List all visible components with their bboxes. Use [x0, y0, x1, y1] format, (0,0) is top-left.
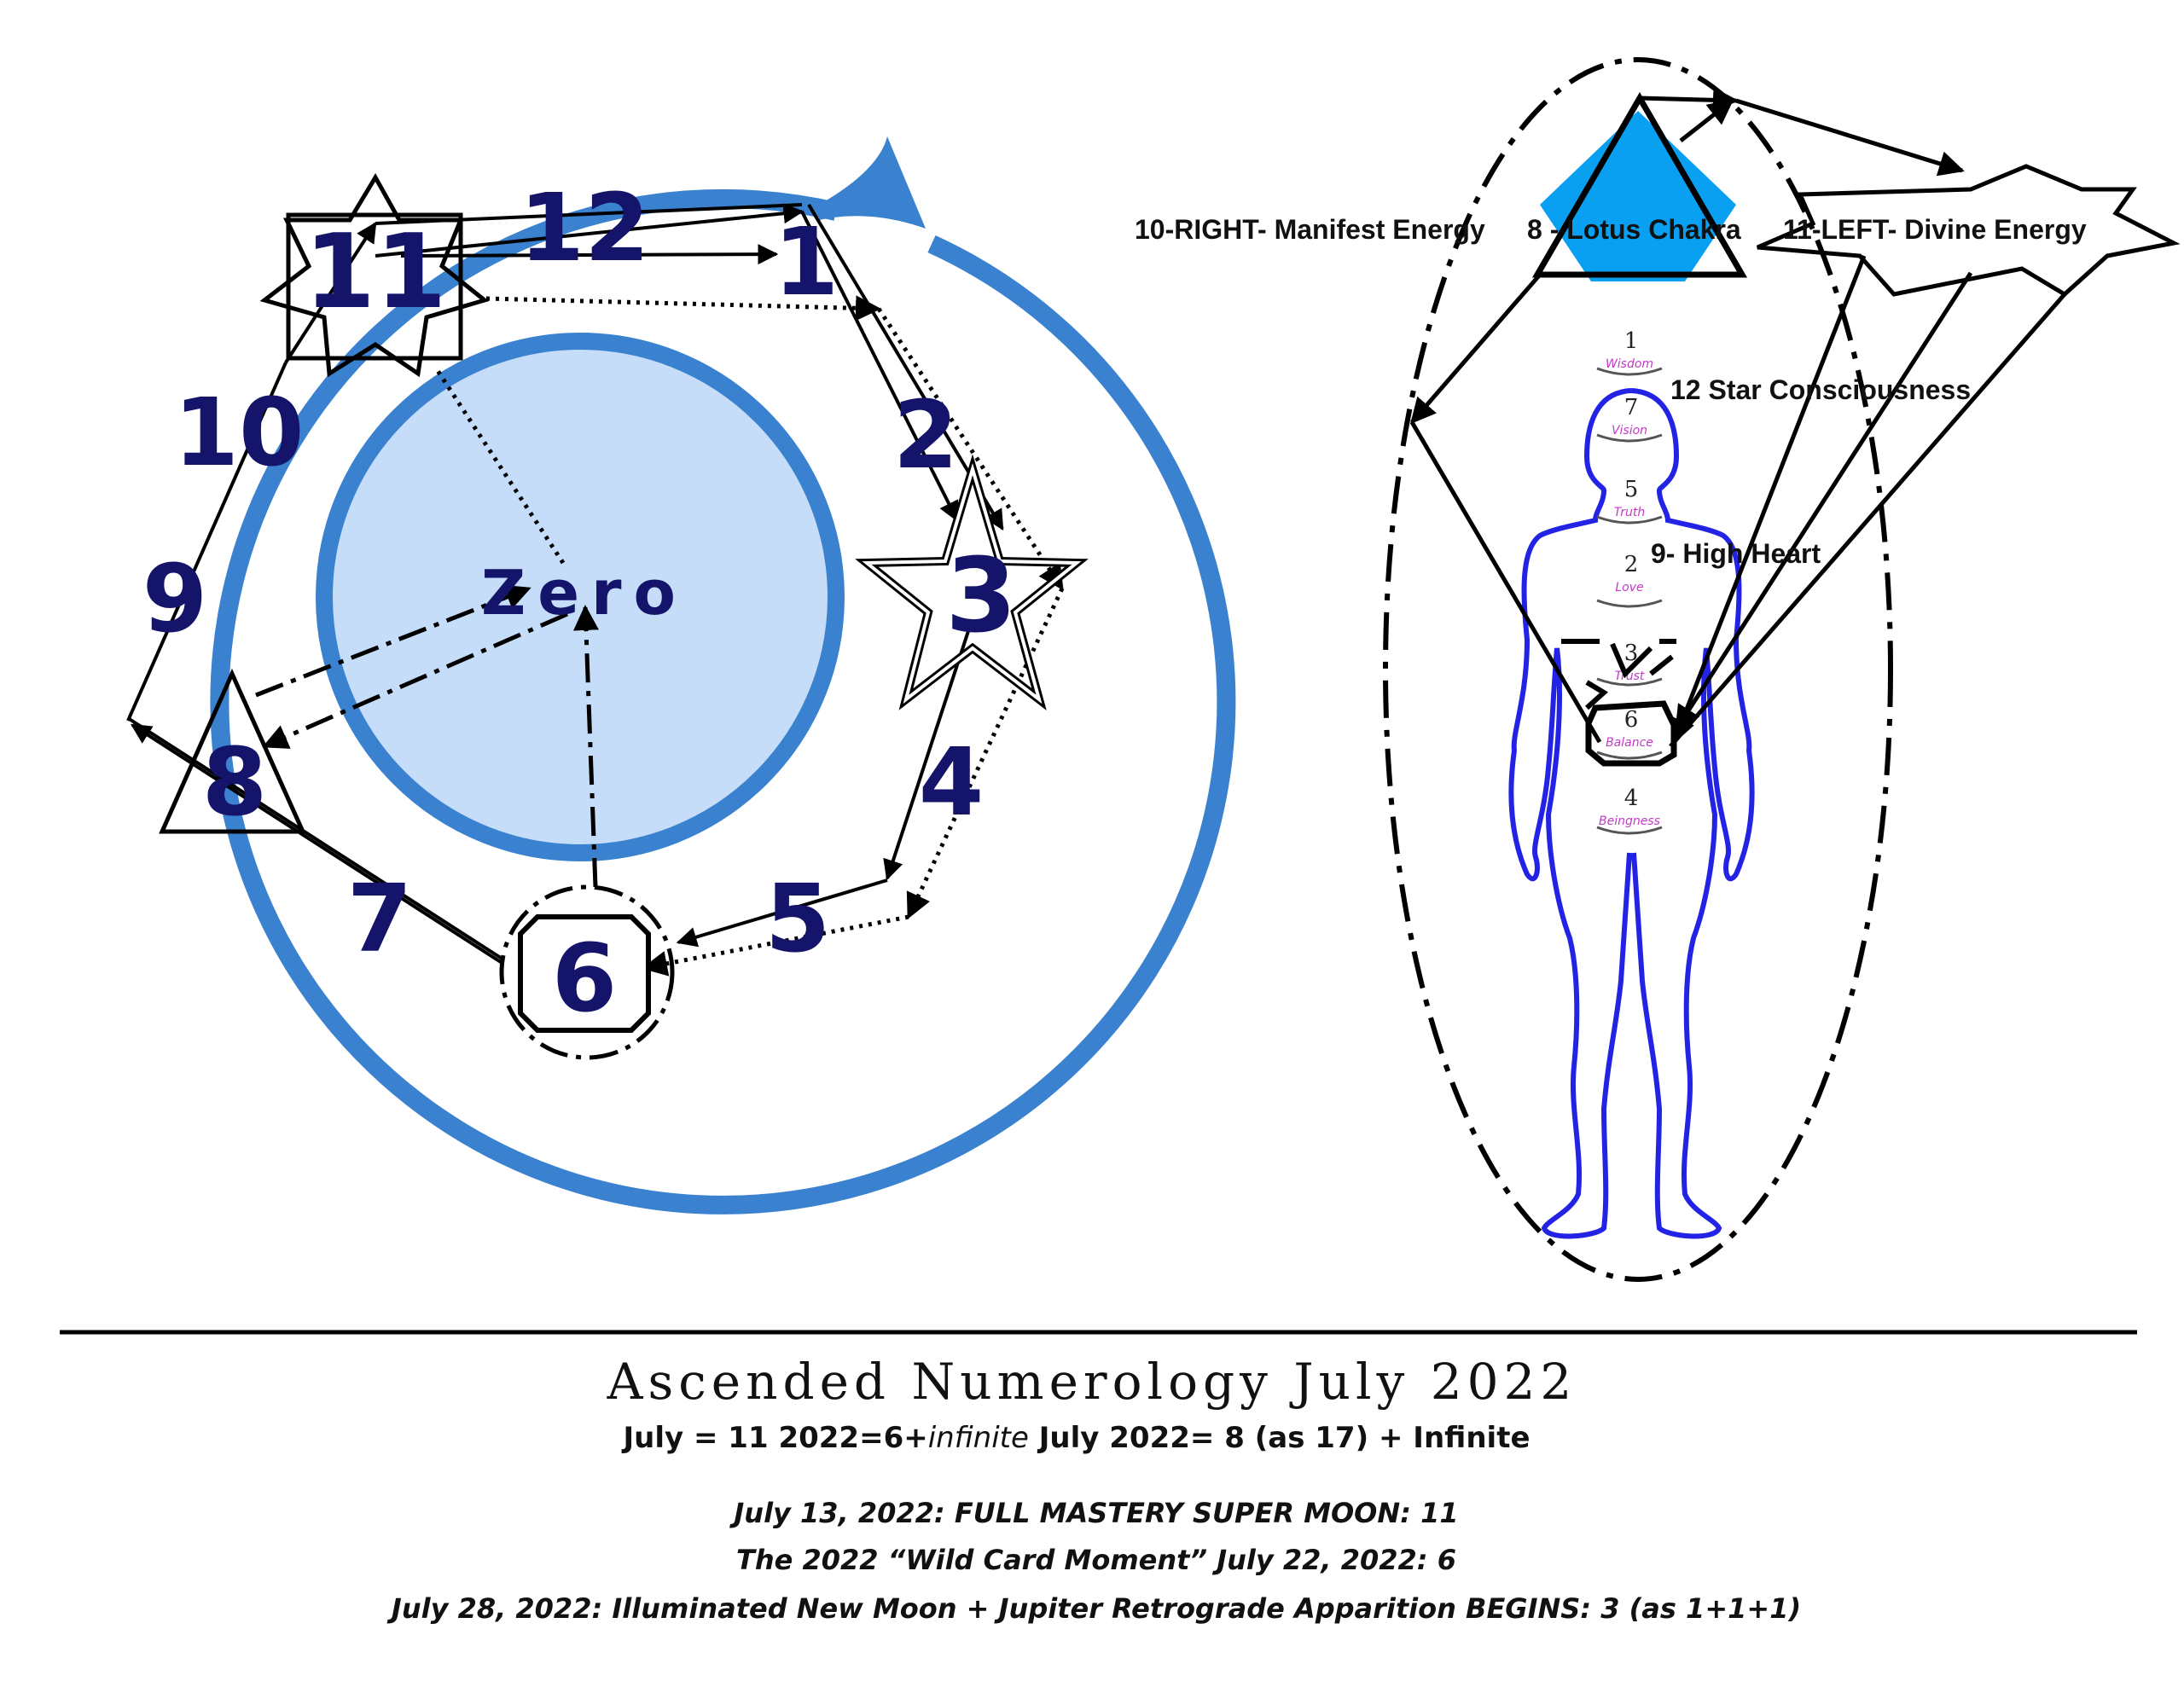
dashed-circle-6 — [499, 884, 675, 1060]
high-heart-label: 9- High Heart — [1651, 538, 1821, 569]
wheel-number-11: 11 — [305, 213, 447, 332]
lotus-chakra-label: 8 - Lotus Chakra — [1527, 214, 1741, 245]
lotus-diamond-icon — [1540, 111, 1736, 281]
chakra-number: 7 — [1624, 395, 1639, 420]
wheel-number-6: 6 — [552, 924, 618, 1033]
dotted-path — [433, 295, 1065, 977]
chakra-word: Love — [1615, 581, 1643, 594]
event-line-1: July 13, 2022: FULL MASTERY SUPER MOON: … — [729, 1497, 1458, 1529]
balance-octagon-icon — [1585, 700, 1677, 767]
chakra-word: Wisdom — [1606, 357, 1653, 371]
aura-ellipse — [1383, 57, 1893, 1282]
wheel-number-10: 10 — [173, 378, 304, 487]
star-3-inner — [862, 462, 1082, 704]
chakra-labels: 1Wisdom7Vision5Truth2Love3Trust6Balance4… — [1599, 328, 1660, 828]
chakra-number: 5 — [1624, 477, 1639, 502]
energy-lines — [1409, 87, 2066, 748]
lotus-triangle-icon — [1531, 92, 1748, 278]
wheel-number-8: 8 — [202, 728, 268, 837]
chakra-number: 1 — [1624, 328, 1639, 354]
footer-title: Ascended Numerology July 2022 — [607, 1353, 1577, 1411]
inner-circle — [316, 333, 845, 861]
wheel-number-4: 4 — [919, 728, 985, 837]
wheel-number-1: 1 — [774, 207, 839, 316]
footer-subtitle: July = 11 2022=6+infinite July 2022= 8 (… — [621, 1421, 1530, 1455]
square-11-icon — [286, 212, 463, 361]
chakra-number: 6 — [1624, 707, 1639, 733]
star-consciousness-label: 12 Star Consciousness — [1670, 374, 1971, 405]
chakra-arcs — [1596, 367, 1663, 835]
octagon-6-icon — [518, 914, 651, 1033]
ring-arrowhead-icon — [819, 136, 926, 229]
solid-path — [126, 203, 1004, 965]
chakra-word: Vision — [1612, 424, 1647, 438]
trust-star-icon — [1561, 639, 1676, 710]
dashdot-path — [255, 584, 599, 888]
chakra-word: Beingness — [1599, 815, 1660, 828]
wheel-number-12: 12 — [519, 173, 649, 282]
wheel-number-2: 2 — [893, 380, 959, 490]
chakra-word: Balance — [1606, 736, 1653, 750]
event-line-3: July 28, 2022: Illuminated New Moon + Ju… — [386, 1592, 1801, 1625]
outer-ring — [210, 188, 1236, 1215]
chakra-number: 2 — [1624, 552, 1639, 577]
wheel-number-3: 3 — [945, 537, 1017, 656]
zero-label: Zero — [481, 557, 688, 629]
chakra-word: Truth — [1614, 506, 1645, 519]
wheel-number-5: 5 — [765, 864, 831, 973]
divine-star-icon — [1757, 164, 2181, 298]
body-outline — [1508, 388, 1755, 1239]
event-line-2: The 2022 “Wild Card Moment” July 22, 202… — [736, 1544, 1456, 1576]
subtitle-part-a: July = 11 2022=6+ — [621, 1421, 927, 1455]
subtitle-infinite: infinite — [928, 1421, 1029, 1455]
divine-energy-label: 11-LEFT- Divine Energy — [1783, 214, 2087, 245]
body-diagram: 1Wisdom7Vision5Truth2Love3Trust6Balance4… — [1135, 57, 2181, 1282]
chakra-number: 4 — [1624, 786, 1639, 811]
wheel-number-7: 7 — [347, 864, 413, 973]
manifest-energy-label: 10-RIGHT- Manifest Energy — [1135, 214, 1485, 245]
chakra-number: 3 — [1624, 641, 1639, 666]
subtitle-part-c: July 2022= 8 (as 17) + Infinite — [1029, 1421, 1531, 1455]
wheel-number-9: 9 — [142, 544, 208, 653]
triangle-8-icon — [159, 668, 306, 834]
hexagram-11-icon — [259, 173, 490, 378]
